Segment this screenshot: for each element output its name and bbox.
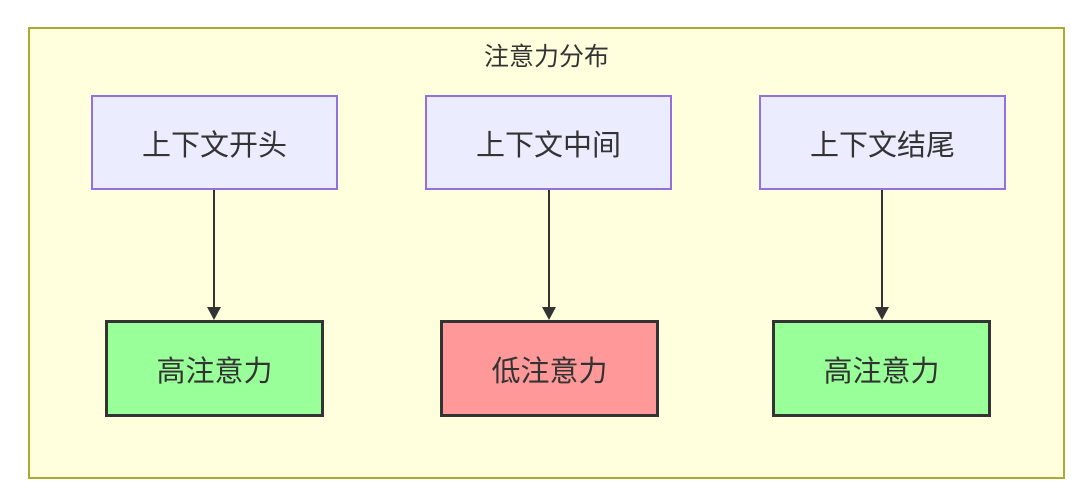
node-high-attention-end-label: 高注意力 — [823, 355, 940, 388]
node-high-attention-start: 高注意力 — [105, 320, 324, 417]
node-high-attention-end: 高注意力 — [772, 320, 991, 417]
arrowhead-down-icon — [542, 307, 556, 320]
attention-distribution-cluster: 注意力分布 上下文开头 上下文中间 上下文结尾 高注意力 低注意力 — [28, 27, 1065, 479]
node-context-start-label: 上下文开头 — [141, 129, 287, 162]
diagram-title: 注意力分布 — [483, 43, 609, 71]
node-context-start: 上下文开头 — [91, 95, 338, 190]
node-low-attention-middle: 低注意力 — [440, 320, 659, 417]
node-context-middle-label: 上下文中间 — [475, 129, 621, 162]
arrowhead-down-icon — [207, 307, 221, 320]
arrowhead-down-icon — [875, 307, 889, 320]
node-context-end: 上下文结尾 — [759, 95, 1006, 190]
node-context-end-label: 上下文结尾 — [809, 129, 955, 162]
edge-line — [213, 190, 215, 308]
edge-line — [548, 190, 550, 308]
edge-line — [881, 190, 883, 308]
node-low-attention-middle-label: 低注意力 — [491, 355, 608, 388]
node-context-middle: 上下文中间 — [425, 95, 672, 190]
node-high-attention-start-label: 高注意力 — [156, 355, 273, 388]
